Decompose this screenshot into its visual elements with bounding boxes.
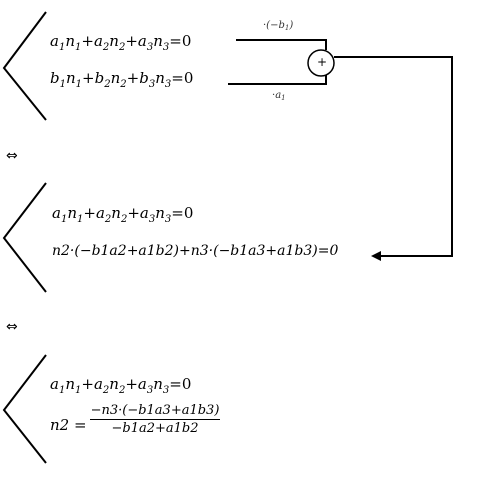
system2-equation1: a1n1+a2n2+a3n3=0: [52, 204, 194, 225]
factor-top-label: ·(−b1): [263, 20, 294, 32]
system3-lhs: n2 =: [50, 416, 87, 434]
equivalence-symbol-2: ⇔: [6, 319, 18, 335]
plus-symbol: +: [317, 55, 328, 69]
system2-bracket: [2, 182, 47, 293]
fraction-denominator: −b1a2+a1b2: [111, 421, 199, 436]
system1-equation1: a1n1+a2n2+a3n3=0: [50, 32, 192, 53]
system1-bracket: [2, 11, 47, 121]
system3-bracket: [2, 354, 47, 464]
plus-circle: [307, 49, 335, 77]
factor-bottom-label: ·a1: [272, 90, 286, 102]
fraction-bar: [90, 419, 220, 420]
result-line: [334, 56, 453, 257]
bottom-equation-line: [228, 75, 327, 85]
fraction-numerator: −n3·(−b1a3+a1b3): [90, 403, 220, 418]
system3-equation1: a1n1+a2n2+a3n3=0: [50, 375, 192, 396]
result-arrowhead: [371, 251, 381, 261]
system1-equation2: b1n1+b2n2+b3n3=0: [50, 69, 194, 90]
system2-equation2: n2·(−b1a2+a1b2)+n3·(−b1a3+a1b3)=0: [52, 243, 339, 259]
equivalence-symbol-1: ⇔: [6, 148, 18, 164]
top-equation-line: [236, 39, 327, 50]
system3-fraction: −n3·(−b1a3+a1b3) −b1a2+a1b2: [90, 404, 220, 435]
